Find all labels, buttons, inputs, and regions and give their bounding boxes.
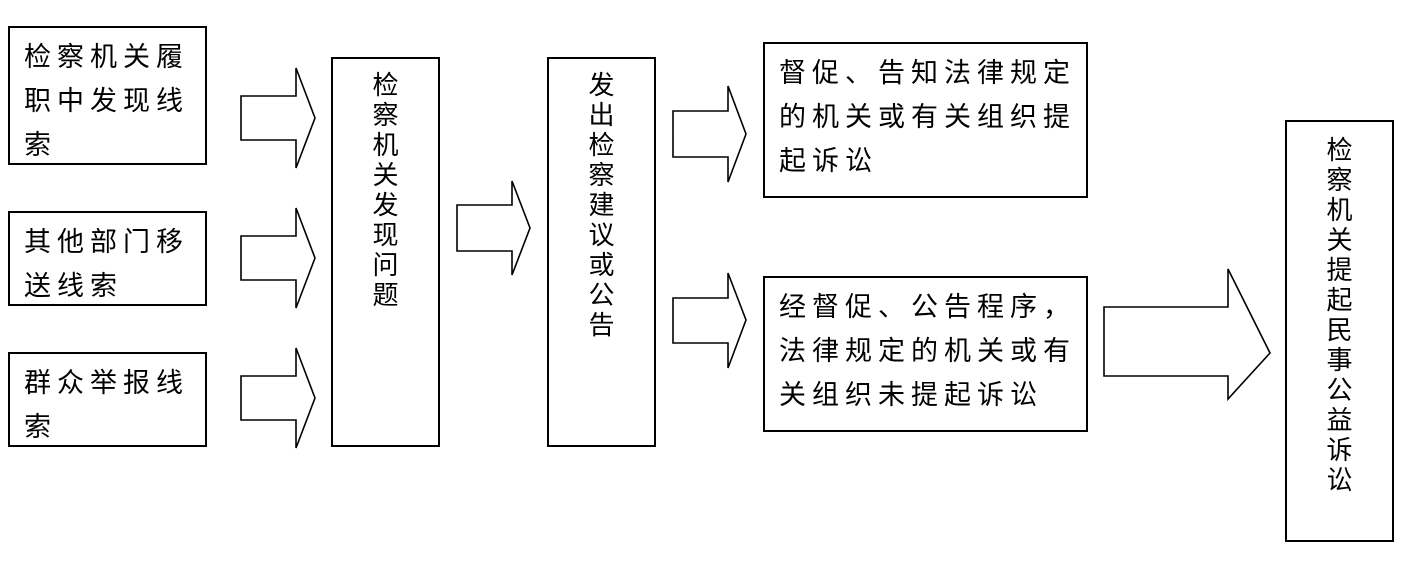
source-label-transfer: 其他部门移送线索 <box>24 227 189 302</box>
arrow-source-3-right-icon <box>240 347 316 449</box>
vertical-char: 诉 <box>1326 436 1353 466</box>
vertical-char: 检 <box>1326 136 1353 166</box>
vertical-char: 事 <box>1326 346 1353 376</box>
vertical-char: 机 <box>372 131 399 161</box>
discovery-label: 检察机关发现问题 <box>333 71 438 311</box>
final-label: 检察机关提起民事公益诉讼 <box>1287 136 1392 496</box>
arrow-source-2-right-icon <box>240 207 316 309</box>
vertical-char: 提 <box>1326 256 1353 286</box>
arrow-discovery-right-icon <box>456 180 531 276</box>
vertical-char: 益 <box>1326 406 1353 436</box>
vertical-char: 问 <box>372 251 399 281</box>
source-box-transfer: 其他部门移送线索 <box>8 211 207 306</box>
source-label-report: 群众举报线索 <box>24 368 189 443</box>
vertical-char: 告 <box>588 311 615 341</box>
outcome-box-top: 督促、告知法律规定的机关或有关组织提起诉讼 <box>763 42 1088 198</box>
outcome-box-bottom: 经督促、公告程序，法律规定的机关或有关组织未提起诉讼 <box>763 276 1088 432</box>
vertical-char: 察 <box>372 101 399 131</box>
vertical-char: 议 <box>588 221 615 251</box>
vertical-char: 公 <box>1326 376 1353 406</box>
source-box-report: 群众举报线索 <box>8 352 207 447</box>
vertical-char: 机 <box>1326 196 1353 226</box>
vertical-char: 现 <box>372 221 399 251</box>
vertical-char: 检 <box>588 131 615 161</box>
vertical-char: 发 <box>588 71 615 101</box>
vertical-char: 关 <box>372 161 399 191</box>
outcome-label-top: 督促、告知法律规定的机关或有关组织提起诉讼 <box>779 58 1076 177</box>
vertical-char: 或 <box>588 251 615 281</box>
vertical-char: 检 <box>372 71 399 101</box>
arrow-source-1-right-icon <box>240 67 316 169</box>
source-label-prosecution: 检察机关履职中发现线索 <box>24 42 189 161</box>
vertical-char: 公 <box>588 281 615 311</box>
arrow-to-bottom-outcome-icon <box>672 272 747 369</box>
vertical-char: 关 <box>1326 226 1353 256</box>
vertical-char: 民 <box>1326 316 1353 346</box>
recommendation-label: 发出检察建议或公告 <box>549 71 654 341</box>
vertical-char: 出 <box>588 101 615 131</box>
vertical-char: 建 <box>588 191 615 221</box>
arrow-to-top-outcome-icon <box>672 85 747 183</box>
vertical-char: 察 <box>588 161 615 191</box>
arrow-to-final-icon <box>1103 268 1271 402</box>
vertical-char: 讼 <box>1326 466 1353 496</box>
final-box: 检察机关提起民事公益诉讼 <box>1285 120 1394 542</box>
source-box-prosecution: 检察机关履职中发现线索 <box>8 26 207 165</box>
discovery-box: 检察机关发现问题 <box>331 57 440 447</box>
vertical-char: 发 <box>372 191 399 221</box>
outcome-label-bottom: 经督促、公告程序，法律规定的机关或有关组织未提起诉讼 <box>779 292 1076 411</box>
vertical-char: 察 <box>1326 166 1353 196</box>
recommendation-box: 发出检察建议或公告 <box>547 57 656 447</box>
vertical-char: 起 <box>1326 286 1353 316</box>
vertical-char: 题 <box>372 281 399 311</box>
